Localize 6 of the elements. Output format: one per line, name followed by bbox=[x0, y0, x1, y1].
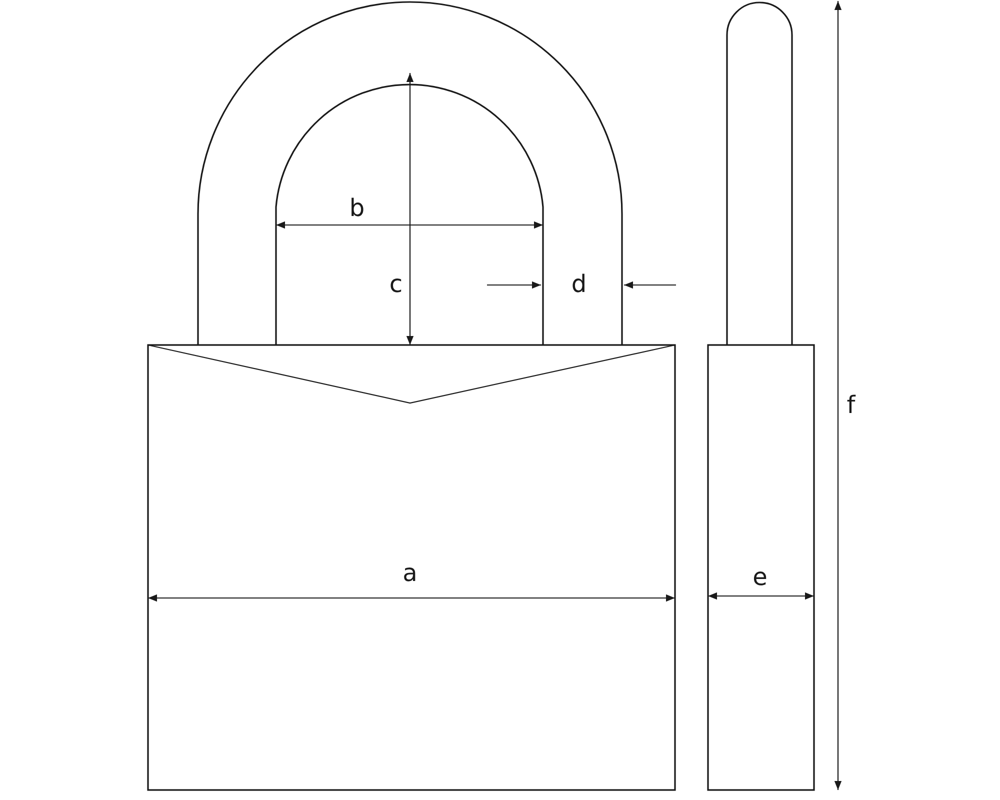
dimension-label: b bbox=[349, 196, 365, 220]
dimension-label: a bbox=[402, 561, 418, 585]
dimension-label: d bbox=[571, 272, 587, 296]
dimension-label: f bbox=[846, 393, 856, 417]
dimension-label: e bbox=[752, 565, 768, 589]
dimension-label: c bbox=[389, 272, 403, 296]
